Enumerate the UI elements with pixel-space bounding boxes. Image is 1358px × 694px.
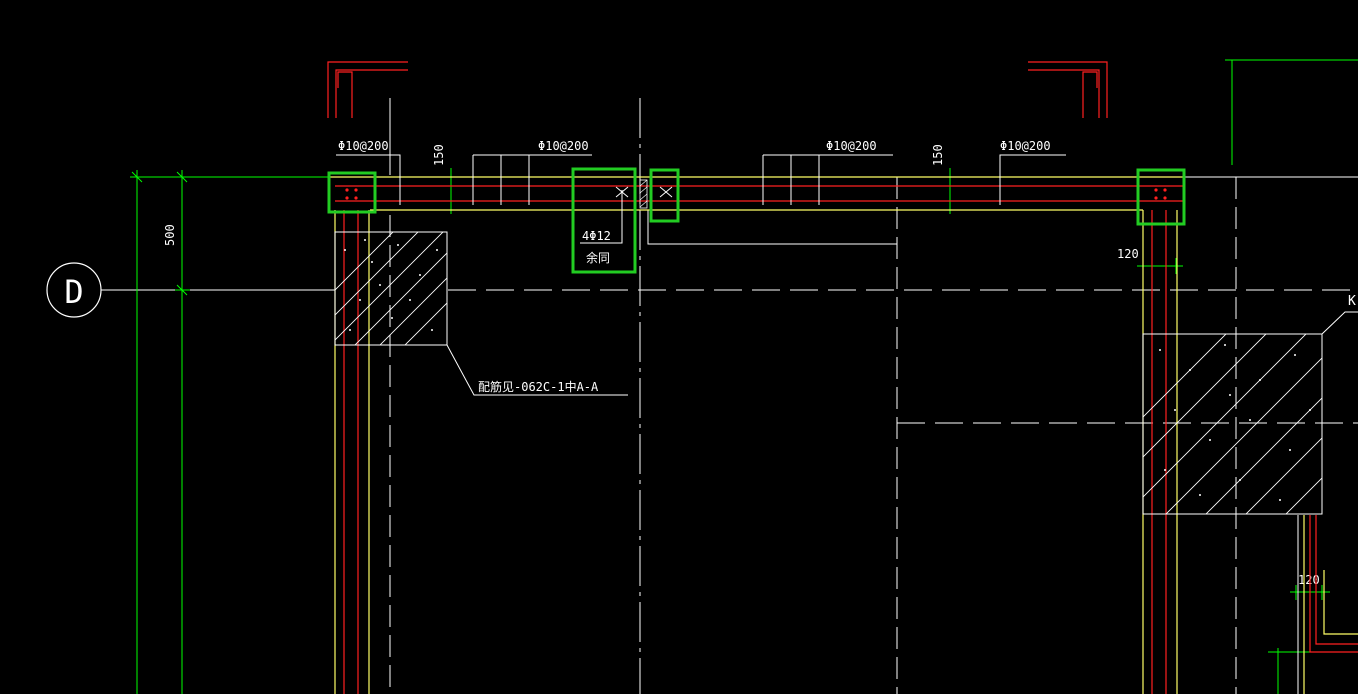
concrete-section-left — [334, 231, 448, 346]
highlight-box-joint[interactable] — [649, 168, 680, 223]
section-ref-leader — [446, 311, 1358, 396]
rebar-dots-left — [345, 188, 358, 200]
main-bars-callout — [580, 179, 673, 244]
grid-axis-d: D — [46, 262, 1358, 318]
rebar-leaders-left — [336, 154, 592, 205]
construction-lines — [389, 98, 1358, 694]
rebar-label-top-left: Φ10@200 — [338, 139, 389, 153]
corner-symbol-right — [1028, 61, 1108, 118]
main-bars-label: 4Φ12 — [582, 229, 611, 243]
rebar-lines — [335, 185, 1358, 694]
rebar-dots-right — [1154, 188, 1167, 200]
concrete-section-right — [1142, 333, 1323, 515]
rebar-label-top-mid-left: Φ10@200 — [538, 139, 589, 153]
dim-150-left: 150 — [432, 144, 446, 166]
dim-500: 500 — [163, 224, 177, 246]
rebar-label-top-right: Φ10@200 — [1000, 139, 1051, 153]
wall-outlines — [330, 176, 1358, 694]
rebar-label-top-mid-right: Φ10@200 — [826, 139, 877, 153]
highlight-box-main-bars[interactable] — [571, 167, 637, 274]
section-ref-note: 配筋见-062C-1中A-A — [478, 379, 599, 394]
dimension-lines — [130, 59, 1358, 694]
corner-symbol-left — [327, 61, 408, 118]
main-bars-note: 余同 — [586, 250, 610, 265]
highlight-box-left-corner[interactable] — [327, 171, 377, 214]
edge-fragment-label: K — [1348, 294, 1356, 309]
grid-axis-label: D — [64, 273, 83, 311]
dim-150-right: 150 — [931, 144, 945, 166]
highlight-boxes — [327, 167, 1186, 274]
dim-120-top: 120 — [1117, 247, 1139, 261]
highlight-box-right-corner[interactable] — [1136, 168, 1186, 226]
rebar-leaders-right — [762, 154, 1066, 205]
